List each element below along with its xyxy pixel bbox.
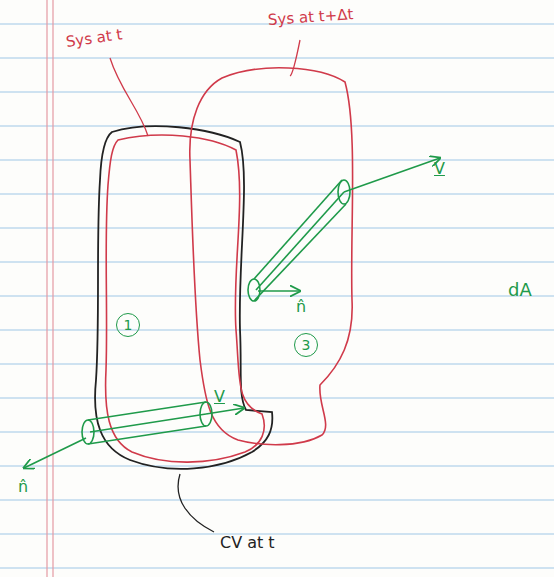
stream-tube-out: [248, 158, 440, 301]
region-number: 3: [294, 333, 318, 357]
notebook-lines: [0, 24, 554, 568]
margin-lines: [47, 0, 53, 577]
cv-label: CV at t: [220, 534, 275, 552]
system-label: Sys at t: [65, 26, 123, 50]
normal-label: n̂: [296, 298, 306, 316]
leader-lines: [110, 40, 300, 532]
region-number-text: 3: [302, 338, 311, 352]
velocity-label: V: [434, 160, 445, 178]
stream-tube-in: [24, 402, 244, 468]
region-number: 1: [116, 313, 140, 337]
velocity-label: V: [214, 388, 225, 406]
system-at-t-plus-dt: [190, 68, 353, 445]
area-label: dA: [508, 280, 532, 300]
normal-label: n̂: [18, 478, 28, 496]
system-label: Sys at t+Δt: [267, 6, 353, 28]
region-number-text: 1: [124, 318, 133, 332]
